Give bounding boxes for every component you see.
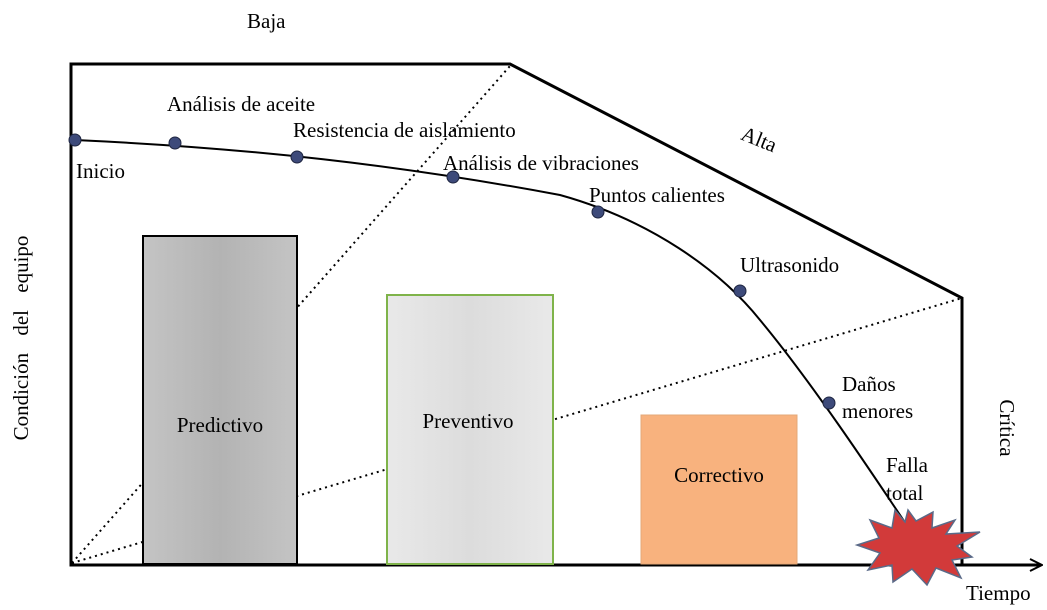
label-aceite: Análisis de aceite [167, 92, 315, 116]
corrective-label: Correctivo [674, 463, 764, 487]
predictive-label: Predictivo [177, 413, 263, 437]
label-falla-line2: total [886, 481, 923, 505]
label-danos-line2: menores [842, 399, 913, 423]
label-puntos-calientes: Puntos calientes [589, 183, 725, 207]
point-aceite [168, 136, 182, 150]
point-puntos-calientes [591, 205, 605, 219]
predictive-box [142, 235, 298, 565]
point-ultrasonido [733, 284, 747, 298]
y-axis-label: Condición del equipo [9, 236, 33, 441]
failure-burst-icon [854, 508, 981, 587]
label-falla-line1: Falla [886, 453, 929, 477]
preventive-box [386, 294, 554, 565]
label-inicio: Inicio [76, 159, 125, 183]
point-inicio [68, 133, 82, 147]
label-danos-line1: Daños [842, 372, 896, 396]
point-danos-menores [822, 396, 836, 410]
label-vibraciones: Análisis de vibraciones [443, 151, 639, 175]
zone-label-baja: Baja [247, 9, 286, 33]
zone-label-alta: Alta [738, 121, 781, 157]
label-aislamiento: Resistencia de aislamiento [293, 118, 516, 142]
zone-label-critica: Crítica [995, 399, 1019, 457]
point-aislamiento [290, 150, 304, 164]
zone-outline [69, 62, 964, 567]
point-vibraciones [446, 170, 460, 184]
corrective-box [640, 414, 798, 565]
condition-curve [74, 139, 911, 531]
x-axis-label: Tiempo [966, 581, 1031, 605]
preventive-label: Preventivo [423, 409, 514, 433]
label-ultrasonido: Ultrasonido [740, 253, 839, 277]
